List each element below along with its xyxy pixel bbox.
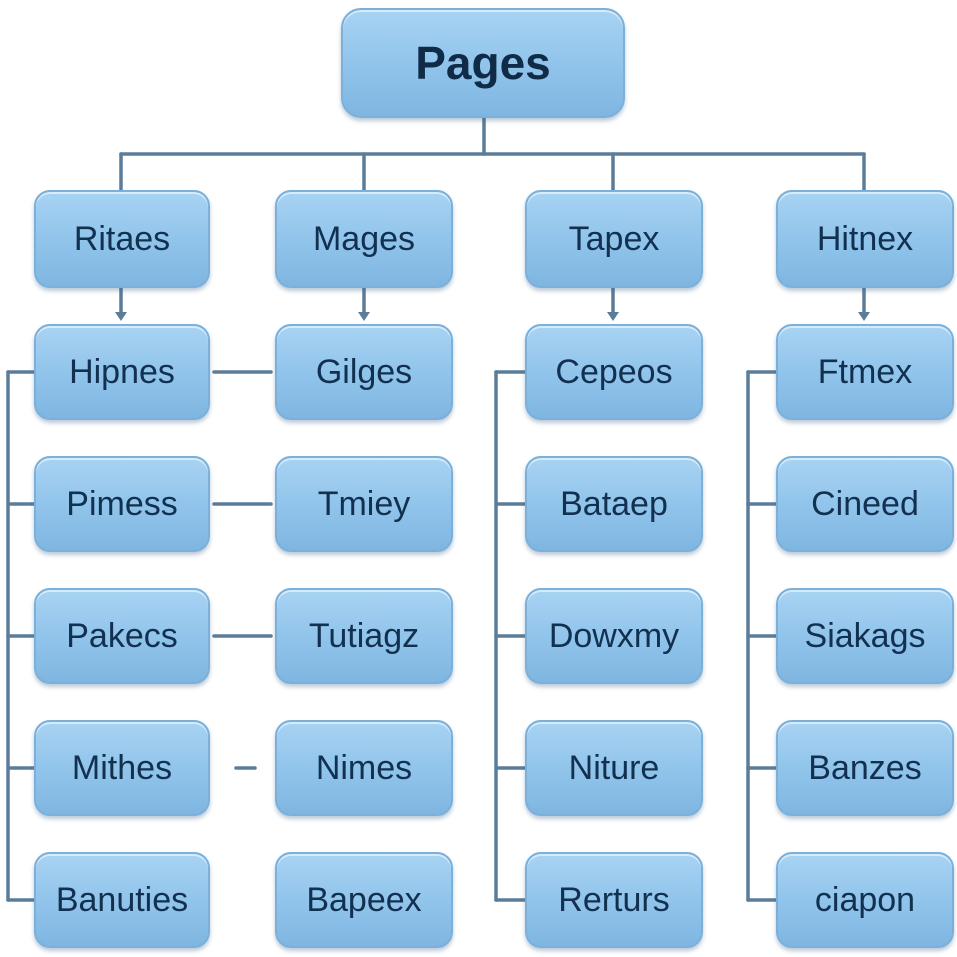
- node-root: Pages: [341, 8, 625, 118]
- arrowhead-14: [858, 312, 870, 321]
- node-column-1: Ritaes: [34, 190, 210, 288]
- node-c4-r1: Ftmex: [776, 324, 954, 420]
- node-c2-r3: Tutiagz: [275, 588, 453, 684]
- node-c4-r4: Banzes: [776, 720, 954, 816]
- node-c1-r2: Pimess: [34, 456, 210, 552]
- node-column-3: Tapex: [525, 190, 703, 288]
- node-c2-r1: Gilges: [275, 324, 453, 420]
- node-column-2: Mages: [275, 190, 453, 288]
- node-c1-r1: Hipnes: [34, 324, 210, 420]
- arrowhead-8: [115, 312, 127, 321]
- node-c1-r3: Pakecs: [34, 588, 210, 684]
- node-c4-r5: ciapon: [776, 852, 954, 948]
- node-c3-r2: Bataep: [525, 456, 703, 552]
- node-c3-r3: Dowxmy: [525, 588, 703, 684]
- node-c3-r1: Cepeos: [525, 324, 703, 420]
- node-c4-r2: Cineed: [776, 456, 954, 552]
- node-column-4: Hitnex: [776, 190, 954, 288]
- node-c1-r5: Banuties: [34, 852, 210, 948]
- node-c4-r3: Siakags: [776, 588, 954, 684]
- node-c2-r5: Bapeex: [275, 852, 453, 948]
- node-c1-r4: Mithes: [34, 720, 210, 816]
- arrowhead-12: [607, 312, 619, 321]
- node-c2-r2: Tmiey: [275, 456, 453, 552]
- arrowhead-10: [358, 312, 370, 321]
- node-c3-r5: Rerturs: [525, 852, 703, 948]
- node-c3-r4: Niture: [525, 720, 703, 816]
- node-c2-r4: Nimes: [275, 720, 453, 816]
